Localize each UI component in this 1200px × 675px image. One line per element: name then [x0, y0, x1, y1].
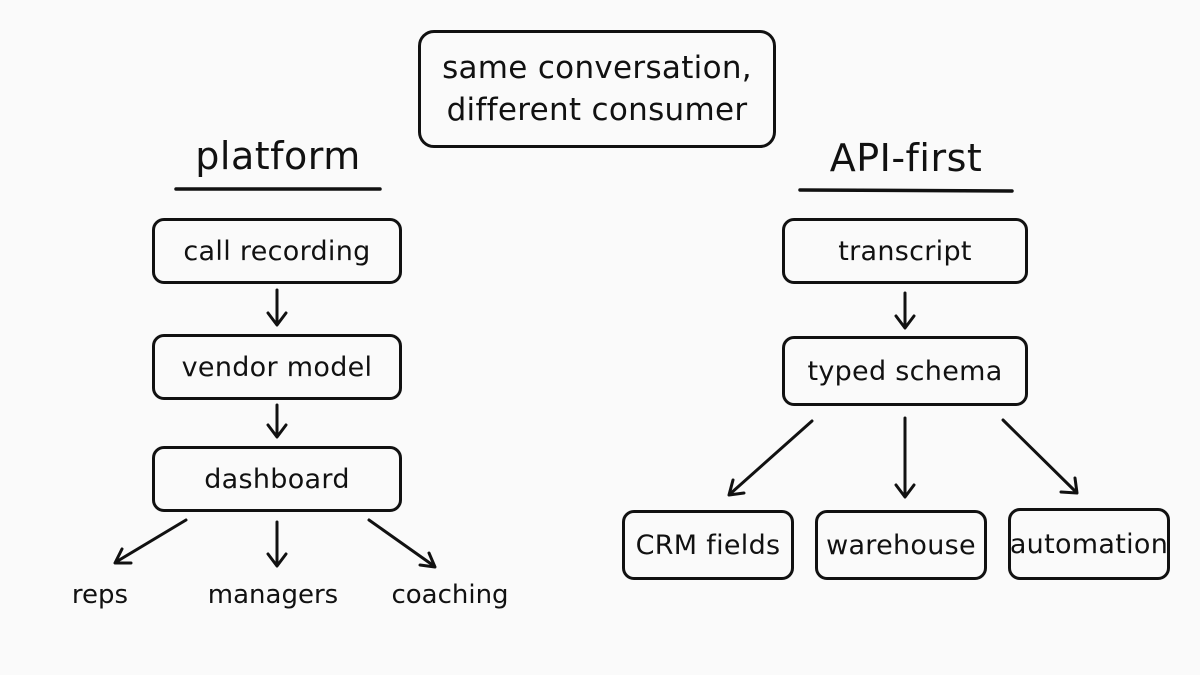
title-box: same conversation, different consumer	[418, 30, 776, 148]
arrow-dashboard-to-managers	[266, 520, 288, 568]
api-step-typed-schema: typed schema	[782, 336, 1028, 406]
title-line-2: different consumer	[446, 92, 748, 128]
arrow-dashboard-to-reps	[113, 518, 188, 565]
arrow-typed-schema-to-automation	[1001, 418, 1079, 495]
platform-step-call-recording: call recording	[152, 218, 402, 284]
arrow-transcript-to-typed-schema	[894, 291, 916, 330]
consumer-coaching: coaching	[391, 580, 509, 610]
platform-step-vendor-model: vendor model	[152, 334, 402, 400]
api-step-transcript: transcript	[782, 218, 1028, 284]
arrow-call-recording-to-vendor-model	[266, 288, 288, 327]
api-first-heading-underline	[798, 188, 1014, 193]
output-automation: automation	[1008, 508, 1170, 580]
output-warehouse: warehouse	[815, 510, 987, 580]
platform-heading: platform	[195, 134, 361, 178]
consumer-managers: managers	[207, 580, 339, 610]
output-crm-fields: CRM fields	[622, 510, 794, 580]
arrow-typed-schema-to-crm-fields	[727, 419, 814, 497]
arrow-typed-schema-to-warehouse	[894, 416, 916, 499]
title-line-1: same conversation,	[442, 50, 752, 86]
consumer-reps: reps	[71, 580, 129, 610]
arrow-vendor-model-to-dashboard	[266, 403, 288, 439]
platform-step-dashboard: dashboard	[152, 446, 402, 512]
api-first-heading: API-first	[829, 136, 983, 180]
arrow-dashboard-to-coaching	[367, 518, 437, 569]
